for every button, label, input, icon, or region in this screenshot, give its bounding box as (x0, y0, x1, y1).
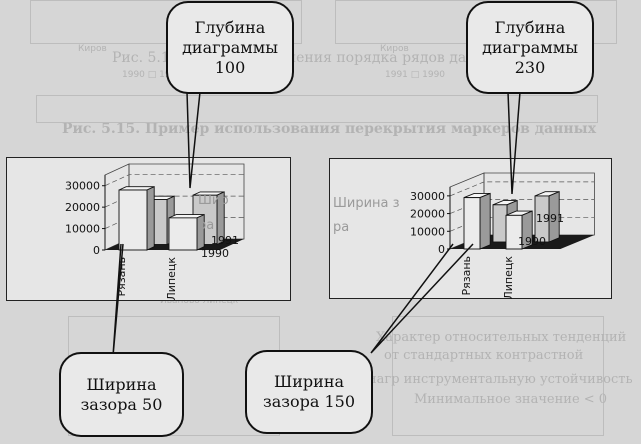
callout-gap-right: Ширина зазора 150 (245, 350, 373, 434)
y-tick-label: 30000 (410, 190, 445, 203)
callout-depth-left: Глубина диаграммы 100 (166, 1, 294, 94)
bar-front-1-front (505, 214, 523, 250)
callout-gap-right-line2: зазора 150 (262, 392, 356, 411)
bar-front-1-front (168, 217, 198, 251)
callout-depth-left-line3: 100 (214, 57, 246, 77)
ghost-box-mid (36, 95, 598, 123)
bleed-city-left: Киров (78, 44, 107, 54)
bleed-left-1: Шир (198, 193, 229, 208)
bleed-caption-mid: Рис. 5.15. Пример использования перекрыт… (62, 121, 597, 137)
category-label: Липецк (165, 257, 178, 301)
series-depth-label: 1990 (518, 235, 546, 248)
ghost-table-right (392, 316, 604, 436)
bleed-right-2: ра (333, 220, 350, 235)
bar-back-1 (534, 191, 560, 243)
bleed-right-1: Ширина з (333, 196, 400, 211)
category-label: Липецк (502, 256, 515, 300)
callout-gap-left-line1: Ширина (86, 374, 157, 394)
gridline (104, 174, 244, 187)
y-tick-label: 30000 (65, 180, 100, 193)
bar-front-0-front (463, 197, 481, 250)
callout-depth-left-line1: Глубина (194, 17, 266, 37)
series-depth-label: 1991 (211, 234, 239, 247)
bleed-bottom-axis: Иваново Липецк (160, 296, 239, 306)
bar-front-0-side (479, 192, 491, 250)
bleed-legend-left: 1990 □ 1991 (122, 70, 183, 80)
bar-back-1-front (534, 195, 550, 243)
callout-depth-right: Глубина диаграммы 230 (466, 1, 594, 94)
callout-depth-right-line3: 230 (514, 57, 546, 77)
callout-gap-left-line2: зазора 50 (80, 394, 163, 414)
bar-front-1 (505, 210, 533, 250)
callout-gap-left: Ширина зазора 50 (59, 352, 184, 437)
bleed-bottom-2: Характер относительных тенденций (376, 330, 627, 345)
callout-depth-right-line2: диаграммы (482, 37, 578, 57)
gridline (449, 181, 595, 197)
bar-front-1 (168, 213, 205, 251)
y-tick-label: 0 (93, 244, 100, 257)
y-tick-label: 0 (438, 243, 445, 256)
bleed-left-2: ра (198, 218, 215, 233)
y-tick-label: 10000 (65, 223, 100, 236)
series-depth-label: 1991 (536, 212, 564, 225)
bar-front-0 (118, 185, 155, 251)
bleed-legend-right: 1991 □ 1990 (385, 70, 446, 80)
y-tick-label: 20000 (410, 208, 445, 221)
bar-front-0-side (146, 185, 155, 251)
series-depth-label: 1990 (201, 247, 229, 260)
callout-gap-right-line1: Ширина (273, 372, 345, 391)
bleed-city-right: Киров (380, 44, 409, 54)
bar-front-0 (463, 192, 491, 250)
bar-back-0-front (492, 204, 508, 243)
bar-front-0-front (118, 189, 148, 251)
callout-depth-right-line1: Глубина (494, 17, 566, 37)
y-tick-label: 20000 (65, 201, 100, 214)
category-label: Рязань (460, 256, 473, 296)
category-label: Рязань (115, 257, 128, 297)
bleed-bottom-5: Минимальное значение < 0 (414, 392, 608, 407)
bleed-bottom-3: от стандартных контрастной (384, 348, 584, 363)
y-tick-label: 10000 (410, 225, 445, 238)
bleed-bottom-4: иагр инструментальную устойчивость (368, 372, 633, 387)
callout-depth-left-line2: диаграммы (182, 37, 278, 57)
